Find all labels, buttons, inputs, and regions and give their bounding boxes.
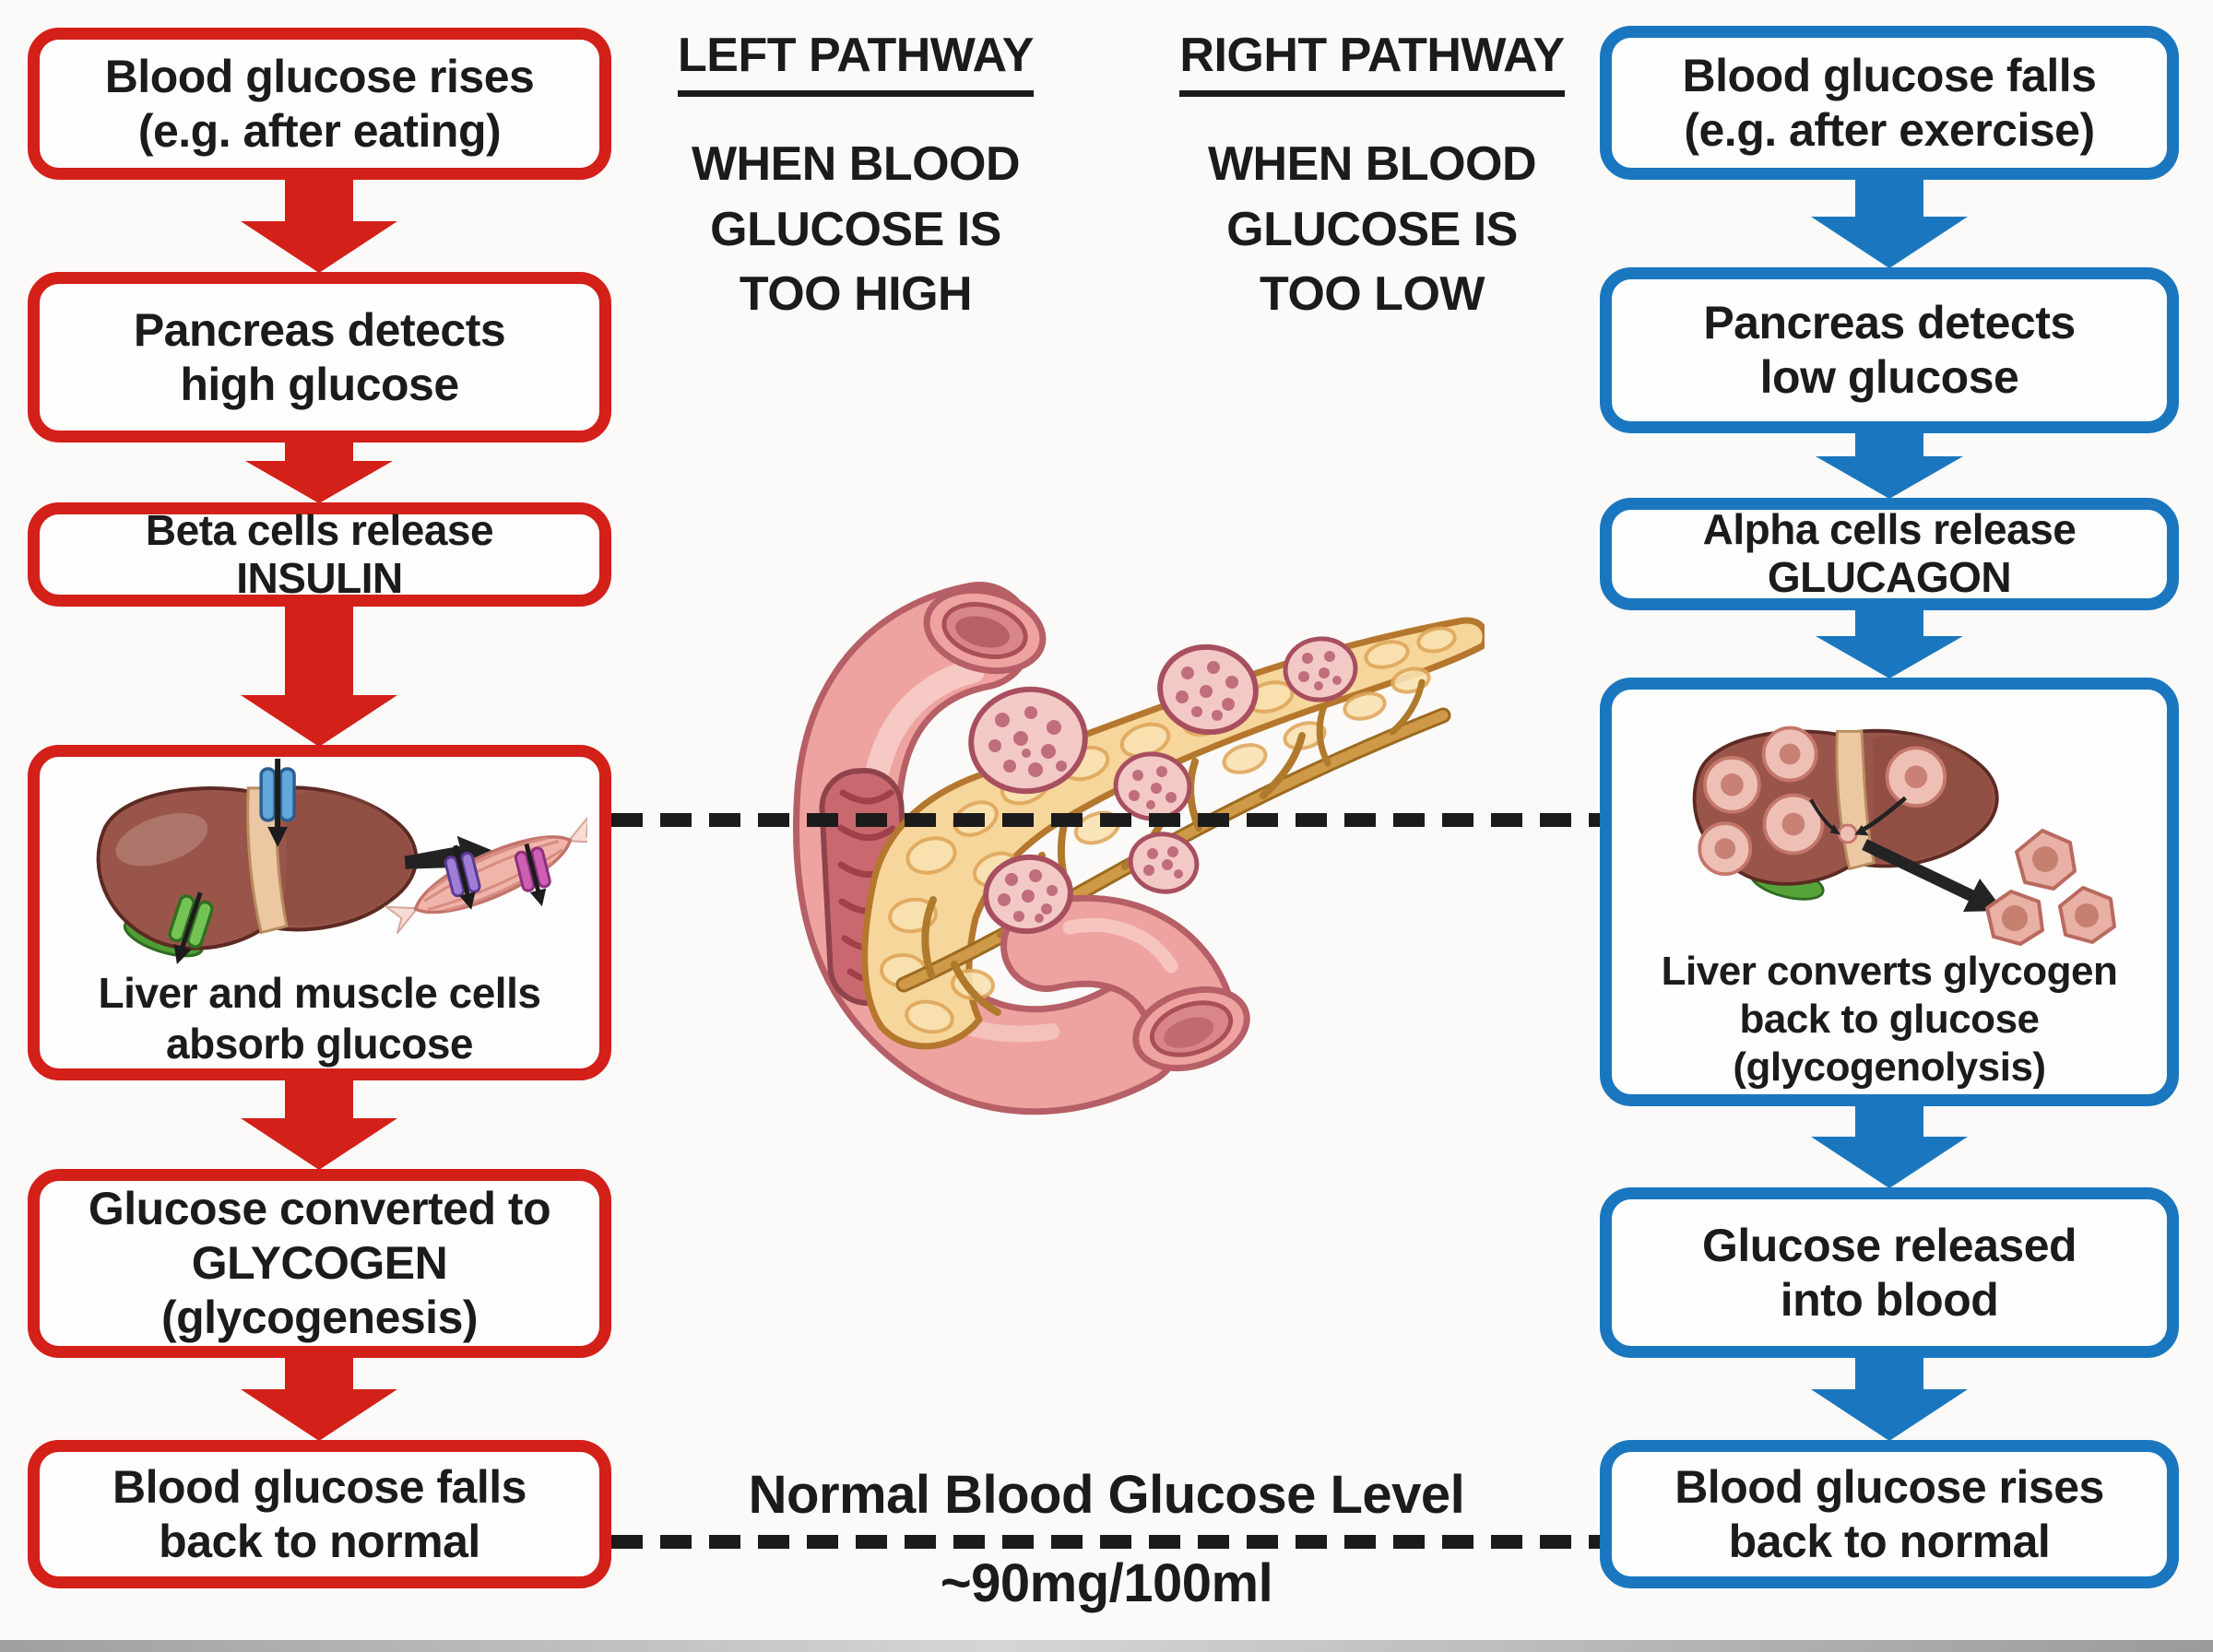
step-box-insulin-release: Beta cells release INSULIN [28,502,611,607]
duodenum-opening-bottom [1132,985,1250,1072]
liver-glycogen-illustration [1692,726,2116,947]
step-box-glucose-released: Glucose released into blood [1600,1187,2179,1358]
down-arrow [1811,1355,1968,1441]
duodenum-lower-arm [1000,894,1250,1072]
liver-and-muscle-illustration [96,758,587,965]
down-arrow [1811,1103,1968,1188]
step-box-glucose-rises: Blood glucose rises (e.g. after eating) [28,28,611,180]
down-arrow [1811,430,1968,499]
step-box-pancreas-detects-high: Pancreas detects high glucose [28,272,611,442]
muscle-icon [383,814,587,935]
step-label: Blood glucose falls back to normal [112,1460,527,1567]
left-pathway-subtitle: WHEN BLOOD GLUCOSE IS TOO HIGH [691,137,1021,322]
glucose-transporter-channel-icon-purple [444,844,481,910]
glucose-transporter-channel-icon-magenta [514,843,551,907]
bottom-edge-strip [0,1640,2213,1652]
duodenum-opening-top [923,586,1047,675]
dashed-line-center [611,813,1600,827]
liver-icon [96,785,418,958]
down-arrow [241,604,397,747]
down-arrow [241,1077,397,1170]
step-label: Liver and muscle cells absorb glucose [98,969,541,1068]
pancreas-duodenum-illustration [792,582,1485,1115]
step-box-pancreas-detects-low: Pancreas detects low glucose [1600,267,2179,433]
step-box-glycogenesis: Glucose converted to GLYCOGEN (glycogene… [28,1169,611,1358]
step-label: Glucose converted to GLYCOGEN (glycogene… [88,1183,551,1343]
duodenum-icon [792,582,1184,1115]
step-label: Pancreas detects low glucose [1703,297,2076,403]
left-pathway-header: LEFT PATHWAY WHEN BLOOD GLUCOSE IS TOO H… [616,28,1095,327]
step-box-glucose-falls: Blood glucose falls (e.g. after exercise… [1600,26,2179,180]
normal-glucose-value: ~90mg/100ml [940,1553,1273,1613]
step-label: Alpha cells release GLUCAGON [1702,505,2077,601]
left-pathway-title: LEFT PATHWAY [678,28,1034,97]
right-pathway-header: RIGHT PATHWAY WHEN BLOOD GLUCOSE IS TOO … [1132,28,1612,327]
normal-glucose-label: Normal Blood Glucose Level [748,1465,1465,1525]
step-label: Blood glucose rises (e.g. after eating) [104,50,535,157]
glucose-transporter-channel-icon-blue [258,758,296,847]
step-box-glucose-rises-normal: Blood glucose rises back to normal [1600,1440,2179,1588]
step-box-glycogenolysis: Liver converts glycogen back to glucose … [1600,678,2179,1106]
step-label: Glucose released into blood [1701,1219,2077,1326]
down-arrow [241,1355,397,1441]
step-label: Blood glucose falls (e.g. after exercise… [1682,49,2097,156]
right-pathway-title: RIGHT PATHWAY [1179,28,1565,97]
down-arrow [241,175,397,273]
glycogen-granule-icons [1697,726,1947,877]
step-label: Beta cells release INSULIN [145,505,494,602]
step-label: Liver converts glycogen back to glucose … [1661,949,2118,1090]
step-box-glucagon-release: Alpha cells release GLUCAGON [1600,498,2179,610]
release-arrow-icon [1861,839,1977,903]
islets-of-langerhans [968,636,1358,935]
step-box-cells-absorb-glucose: Liver and muscle cells absorb glucose [28,745,611,1080]
down-arrow [241,439,397,503]
right-pathway-subtitle: WHEN BLOOD GLUCOSE IS TOO LOW [1207,137,1537,322]
dashed-line-normal-level [611,1535,1600,1549]
glucose-transporter-channel-icon-green [167,891,214,965]
step-label: Pancreas detects high glucose [133,303,506,410]
down-arrow [1811,607,1968,678]
down-arrow [1811,175,1968,268]
liver-glycogen-icon [1692,726,1999,901]
glucose-cells-icon [1984,829,2116,947]
step-label: Blood glucose rises back to normal [1675,1460,2104,1567]
step-box-glucose-falls-normal: Blood glucose falls back to normal [28,1440,611,1588]
